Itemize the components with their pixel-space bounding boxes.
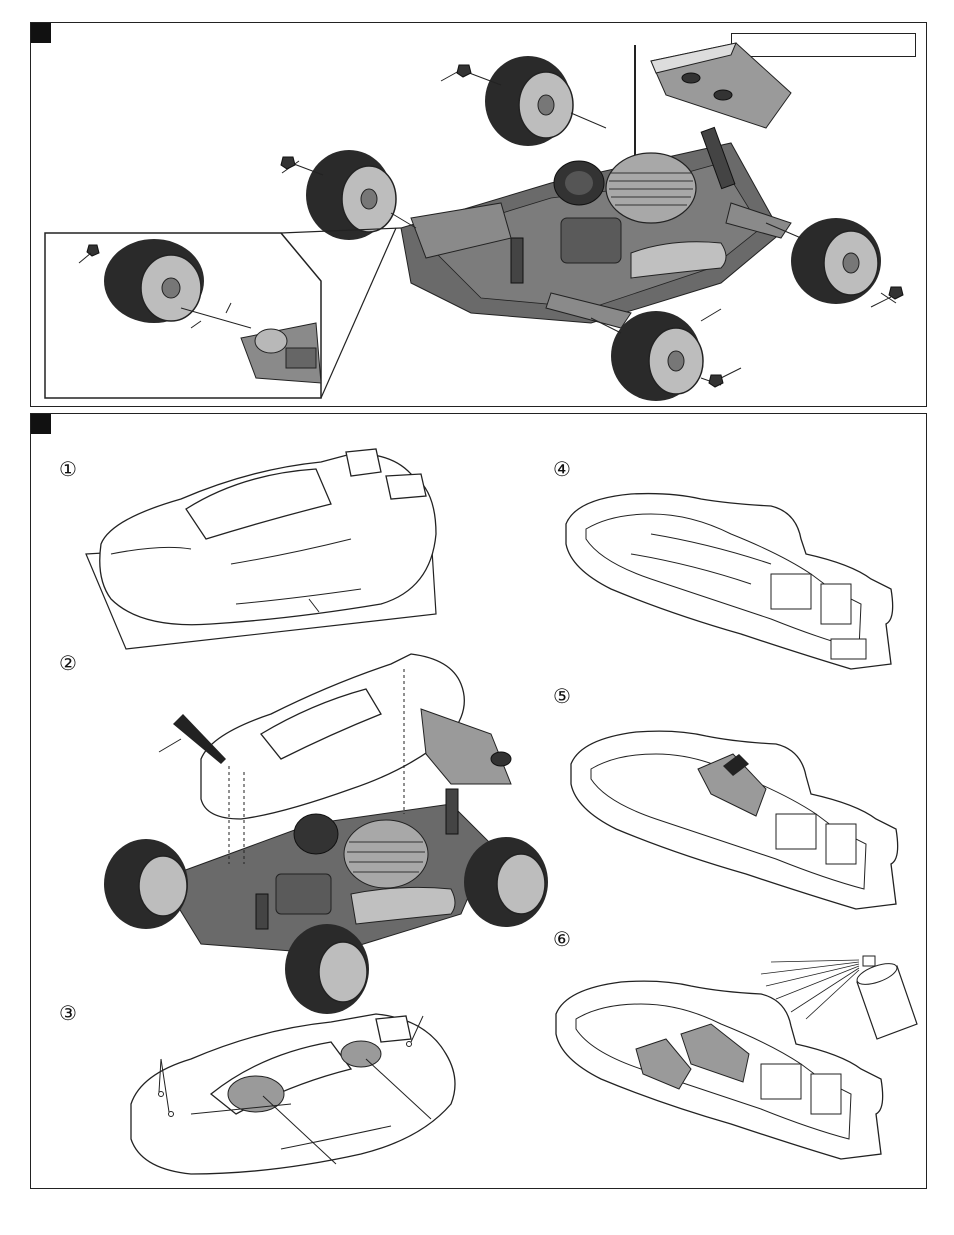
wheel-front-bottom-icon [611, 311, 703, 401]
wheel-install-illustration [31, 23, 928, 408]
wheel-front-left-icon [306, 150, 396, 240]
wheel-rear-top-icon [485, 56, 573, 146]
body-prep-illustration [31, 414, 928, 1190]
wheel-rear-right-icon [791, 218, 881, 304]
body-interior-icon [566, 494, 893, 669]
body-cutouts-icon [131, 1014, 455, 1174]
body-interior-paint-icon [556, 956, 917, 1159]
body-prep-panel: ① ② ③ ④ ⑤ ⑥ [30, 413, 927, 1189]
body-interior-masking-icon [571, 731, 898, 909]
rear-wing-icon [651, 43, 791, 128]
body-on-sheet-icon [86, 449, 436, 649]
body-over-chassis-icon [104, 654, 548, 1014]
wheel-install-panel [30, 22, 927, 407]
inset-detail-icon [45, 233, 321, 398]
chassis-icon [401, 127, 791, 328]
